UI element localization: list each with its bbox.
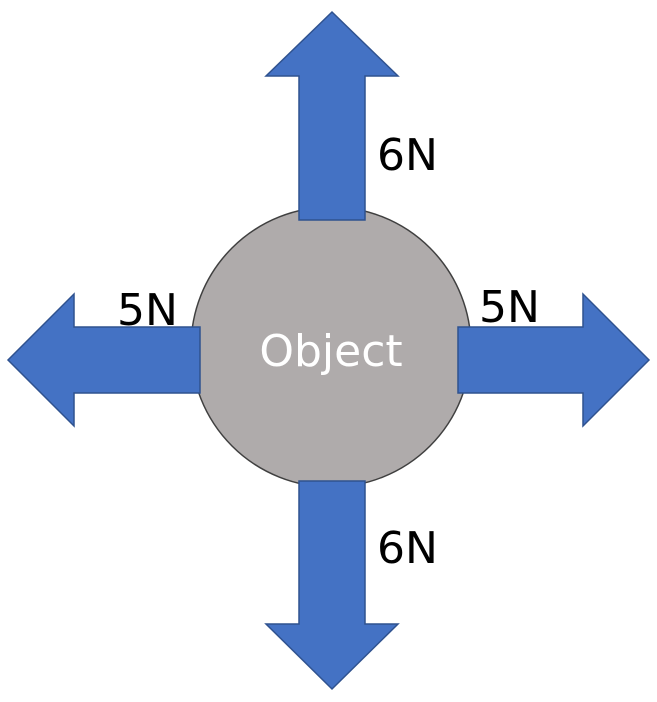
- force-label-left: 5N: [117, 285, 178, 336]
- arrow-left: [6, 292, 201, 428]
- arrow-up: [264, 10, 400, 221]
- force-label-right: 5N: [479, 282, 540, 333]
- arrow-right: [457, 292, 651, 428]
- arrow-down: [264, 480, 400, 691]
- force-label-up: 6N: [377, 130, 438, 181]
- object-label: Object: [259, 326, 402, 377]
- force-label-down: 6N: [377, 523, 438, 574]
